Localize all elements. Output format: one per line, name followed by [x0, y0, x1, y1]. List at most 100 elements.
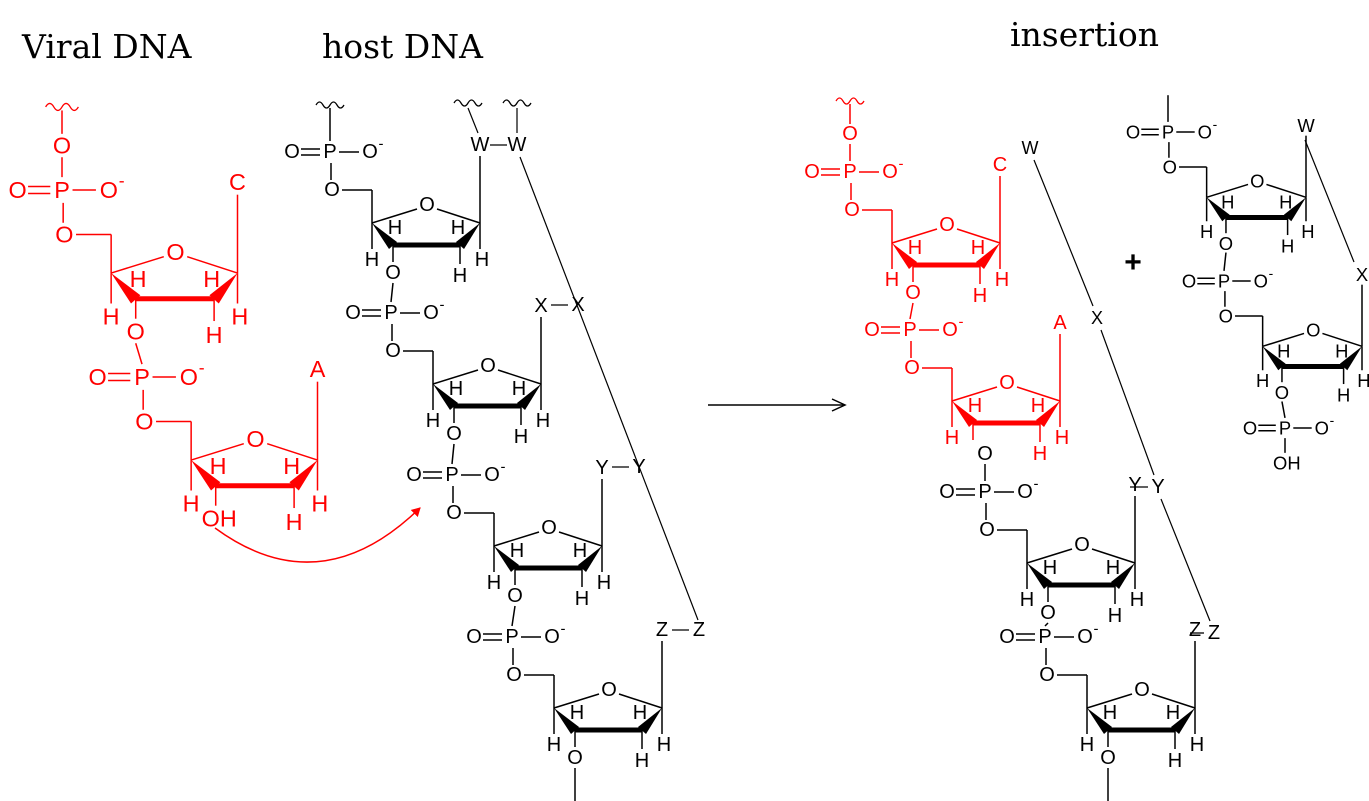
bond — [432, 369, 479, 385]
bond — [1091, 548, 1136, 564]
phosphorus: P — [1038, 626, 1051, 648]
hydrogen: H — [283, 453, 300, 479]
complementary-base: Z — [1208, 622, 1220, 644]
oxygen-ester: O — [1039, 664, 1055, 686]
bond — [1033, 159, 1094, 307]
wedge-bond — [191, 460, 221, 491]
base-label: A — [310, 356, 326, 382]
title-host-dna: host DNA — [322, 27, 484, 66]
phosphorus: P — [323, 141, 336, 163]
negative-charge: - — [561, 621, 566, 638]
bond — [1223, 252, 1227, 271]
hydrogen: H — [1055, 427, 1069, 449]
oxygen-3prime: O — [905, 282, 921, 304]
oxygen-double-bonded: O — [88, 364, 106, 390]
bond — [951, 386, 998, 402]
oxygen-double-bonded: O — [345, 302, 361, 324]
hydrogen: H — [1020, 589, 1034, 611]
oxygen-3prime: O — [127, 319, 145, 345]
complementary-base: Y — [1151, 476, 1164, 498]
oxygen-double-bonded: O — [284, 141, 300, 163]
wedge-bond — [892, 243, 917, 269]
bond — [186, 255, 238, 274]
hydrogen: H — [1301, 221, 1314, 242]
base-label: W — [1297, 115, 1315, 136]
ring-oxygen: O — [999, 372, 1015, 394]
bond — [1160, 498, 1211, 622]
oxygen-anion: O — [544, 626, 560, 648]
wedge-bond — [111, 273, 141, 304]
ring-oxygen: O — [1250, 170, 1264, 191]
ring-oxygen: O — [541, 517, 557, 539]
hydrogen: H — [103, 303, 120, 329]
negative-charge: - — [899, 156, 904, 173]
hydrogen: H — [1043, 557, 1057, 579]
oxygen-double-bonded: O — [999, 626, 1015, 648]
oxygen-5prime: O — [842, 123, 858, 145]
hydrogen: H — [231, 303, 248, 329]
base-label: X — [534, 295, 547, 317]
hydrogen: H — [426, 410, 440, 432]
base-label: Y — [595, 457, 608, 479]
oxygen-ester: O — [979, 519, 995, 541]
phosphorus: P — [843, 161, 856, 183]
hydrogen: H — [633, 702, 647, 724]
bond — [891, 228, 938, 244]
oxygen-3prime: O — [1275, 382, 1289, 403]
bond — [497, 369, 542, 385]
base-label: A — [1053, 312, 1067, 334]
hydrogen: H — [573, 540, 587, 562]
base-label: X — [1356, 264, 1368, 285]
hydrogen: H — [973, 285, 987, 307]
negative-charge: - — [1034, 476, 1039, 493]
ring-oxygen: O — [246, 426, 264, 452]
bond — [519, 156, 699, 621]
complementary-base: X — [1091, 308, 1103, 328]
hydrogen: H — [206, 322, 223, 348]
oxygen-ester: O — [55, 221, 73, 247]
wedge-bond — [209, 273, 238, 304]
oxygen-anion: O — [1315, 418, 1329, 439]
negative-charge: - — [1330, 413, 1335, 428]
bond — [110, 255, 165, 274]
wedge-bond — [952, 401, 977, 427]
wedge-bond — [372, 223, 397, 249]
bond — [371, 208, 418, 224]
ring-oxygen: O — [419, 194, 435, 216]
oxygen-anion: O — [1077, 626, 1093, 648]
phosphorus: P — [445, 464, 458, 486]
negative-charge: - — [440, 297, 445, 314]
wedge-bond — [554, 708, 579, 734]
hydrogen: H — [885, 269, 899, 291]
oxygen-3prime: O — [1219, 233, 1233, 254]
bond — [1281, 401, 1286, 419]
wedge-bond — [1206, 197, 1230, 222]
wedge-bond — [1339, 346, 1362, 371]
oxygen-ester: O — [135, 408, 153, 434]
oxygen-anion: O — [942, 319, 958, 341]
hydrogen: H — [1033, 443, 1047, 465]
hydrogen: H — [945, 427, 959, 449]
hydrogen: H — [570, 702, 584, 724]
oxygen-double-bonded: O — [1182, 271, 1196, 292]
phosphorus: P — [1162, 122, 1174, 143]
hydrogen: H — [1106, 557, 1120, 579]
oxygen-double-bonded: O — [1243, 418, 1257, 439]
phosphorus: P — [903, 319, 916, 341]
oxygen-ester: O — [904, 357, 920, 379]
oxygen-double-bonded: O — [8, 177, 26, 203]
hydrogen: H — [1357, 370, 1369, 391]
oxygen-3prime: O — [385, 262, 401, 284]
hydrogen: H — [536, 410, 550, 432]
title-viral-dna: Viral DNA — [21, 27, 193, 66]
oxygen-anion: O — [1198, 122, 1212, 143]
oxygen-ester: O — [385, 340, 401, 362]
oxygen-double-bonded: O — [939, 481, 955, 503]
hydrogen: H — [1279, 191, 1292, 212]
